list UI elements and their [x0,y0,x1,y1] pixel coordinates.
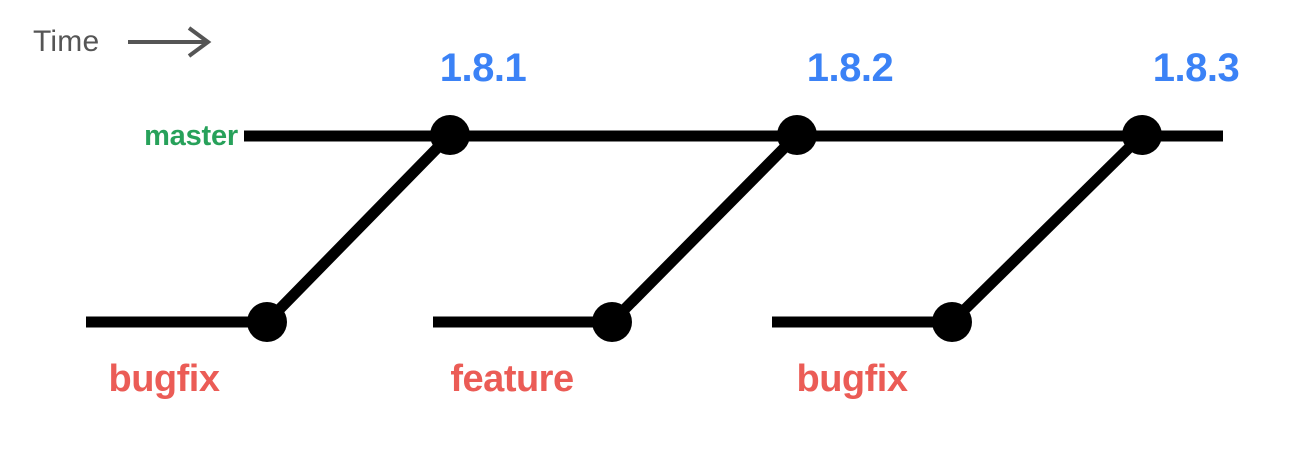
merge-line-feature [608,131,801,326]
branch-label-bugfix-1: bugfix [108,358,220,400]
commit-node-feature[interactable] [592,302,632,342]
merge-line-bugfix-2 [948,131,1146,326]
branch-label-feature: feature [450,358,574,400]
commit-node-1-8-1[interactable] [430,115,470,155]
time-arrow-icon [128,26,212,58]
merge-line-bugfix-1 [263,131,454,326]
commit-node-bugfix-2[interactable] [932,302,972,342]
version-tag-1-8-2: 1.8.2 [806,46,894,90]
version-tag-1-8-3: 1.8.3 [1152,46,1240,90]
time-axis-label: Time [33,25,100,58]
master-branch-label: master [144,120,238,152]
version-tag-1-8-1: 1.8.1 [439,46,527,90]
commit-node-bugfix-1[interactable] [247,302,287,342]
commit-node-1-8-3[interactable] [1122,115,1162,155]
commit-node-1-8-2[interactable] [777,115,817,155]
branch-label-bugfix-2: bugfix [796,358,908,400]
